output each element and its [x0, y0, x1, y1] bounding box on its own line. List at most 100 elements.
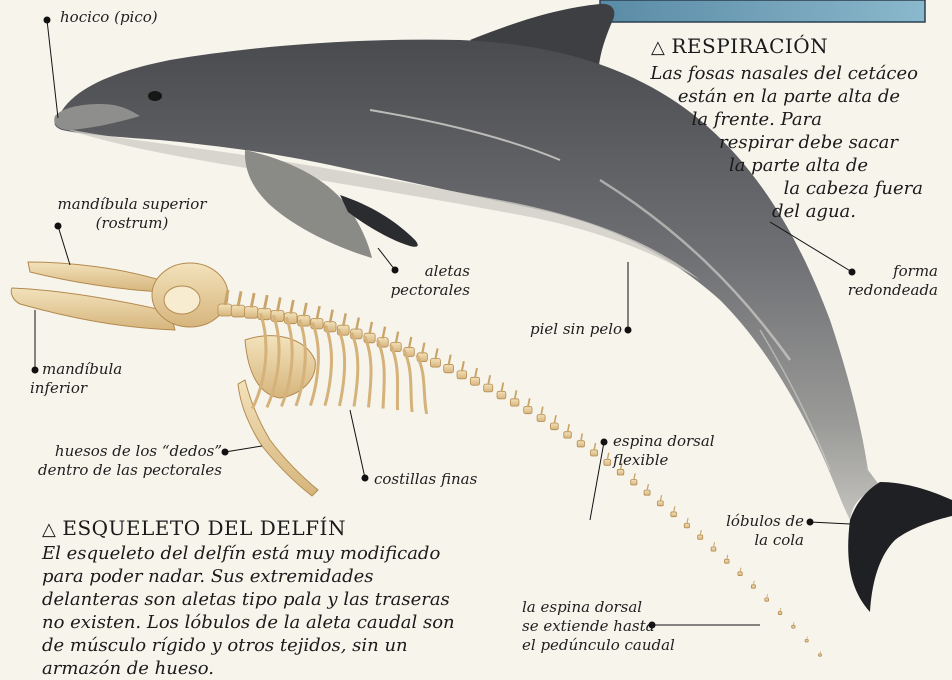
label-flexible-spine: espina dorsal flexible [613, 432, 715, 470]
label-spine-ext-line3: el pedúnculo caudal [522, 636, 675, 655]
label-spine-ext-line1: la espina dorsal [522, 598, 675, 617]
vertebra-spine [356, 318, 358, 330]
vertebra [564, 432, 572, 438]
vertebra-spine [581, 433, 583, 441]
vertebra [524, 407, 532, 414]
vertebra-spine [251, 293, 254, 307]
vertebra-spine [409, 337, 411, 348]
label-lower-jaw: mandíbula inferior [30, 360, 122, 398]
rib [391, 345, 398, 410]
breathing-heading: △ RESPIRACIÓN [651, 34, 828, 58]
vertebra [644, 490, 650, 495]
skeleton-title: ESQUELETO DEL DELFÍN [62, 516, 346, 540]
vertebra-spine [435, 348, 437, 359]
vertebra-spine [554, 415, 556, 423]
vertebra [778, 612, 782, 615]
vertebra-spine [475, 368, 477, 378]
vertebra-spine [422, 343, 424, 354]
vertebra [725, 559, 730, 563]
vertebra-spine [277, 297, 280, 311]
label-finger-bones: huesos de los “dedos” dentro de las pect… [30, 442, 222, 480]
vertebra-spine [330, 310, 333, 323]
vertebra [577, 441, 584, 447]
rib [338, 329, 344, 406]
rib [325, 326, 332, 406]
vertebra-spine [634, 473, 635, 480]
rib [365, 336, 372, 407]
vertebra-spine [383, 327, 385, 339]
vertebra [550, 423, 558, 430]
vertebra [484, 384, 493, 392]
vertebra-spine [647, 484, 648, 490]
label-upper-jaw: mandíbula superior (rostrum) [42, 195, 222, 233]
vertebra-spine [317, 306, 320, 319]
breathing-text: Las fosas nasales del cetáceo están en l… [600, 62, 926, 242]
label-thin-ribs: costillas finas [374, 470, 477, 489]
label-lower-jaw-line1: mandíbula [30, 360, 122, 379]
vertebra [631, 480, 637, 485]
skeleton-text: El esqueleto del delfín está muy modific… [42, 542, 474, 680]
vertebra-spine [238, 291, 241, 306]
label-pectoral-fins-line2: pectorales [380, 281, 470, 300]
vertebra [497, 391, 506, 399]
triangle-icon: △ [42, 519, 56, 540]
breathing-line: del agua. [772, 200, 856, 223]
vertebra [671, 512, 677, 517]
vertebra [510, 399, 519, 406]
label-spine-line1: espina dorsal [613, 432, 715, 451]
vertebra-spine [541, 407, 543, 416]
vertebra [805, 639, 808, 642]
vertebra-spine [687, 518, 688, 524]
vertebra-spine [594, 443, 596, 451]
triangle-icon: △ [651, 37, 665, 58]
label-upper-jaw-line2: (rostrum) [42, 214, 222, 233]
label-tail-lobes-line2: la cola [700, 531, 804, 550]
water-photo [600, 0, 925, 22]
vertebra-spine [674, 506, 675, 512]
vertebra-spine [449, 355, 451, 365]
vertebra-spine [462, 361, 464, 371]
vertebra-spine [660, 495, 661, 501]
vertebra-spine [264, 295, 267, 309]
vertebra [765, 598, 769, 601]
label-tail-lobes-line1: lóbulos de [700, 512, 804, 531]
vertebra [244, 307, 258, 319]
breathing-title: RESPIRACIÓN [671, 34, 828, 58]
rib [404, 350, 413, 412]
vertebra-spine [607, 453, 608, 460]
breathing-line: están en la parte alta de [678, 85, 900, 108]
vertebra [751, 585, 755, 588]
vertebra-spine [501, 383, 503, 392]
label-rounded-line1: forma [830, 262, 938, 281]
vertebra-spine [515, 390, 517, 399]
label-finger-bones-line1: huesos de los “dedos” [30, 442, 222, 461]
breathing-line: la cabeza fuera [784, 177, 923, 200]
label-pectoral-fins-line1: aletas [380, 262, 470, 281]
vertebra-spine [304, 303, 307, 316]
vertebra [604, 460, 611, 466]
vertebra-spine [488, 375, 490, 385]
label-pectoral-fins: aletas pectorales [380, 262, 470, 300]
breathing-line: la parte alta de [729, 154, 868, 177]
label-spine-extends: la espina dorsal se extiende hasta el pe… [522, 598, 675, 655]
label-spine-ext-line2: se extiende hasta [522, 617, 675, 636]
vertebra [792, 625, 795, 628]
breathing-line: respirar debe sacar [719, 131, 898, 154]
label-finger-bones-line2: dentro de las pectorales [30, 461, 222, 480]
vertebra-spine [343, 313, 346, 326]
vertebra [430, 358, 440, 367]
label-spine-line2: flexible [613, 451, 715, 470]
breathing-line: la frente. Para [692, 108, 822, 131]
label-tail-lobes: lóbulos de la cola [700, 512, 804, 550]
vertebra-spine [291, 300, 294, 314]
ribs [252, 313, 426, 413]
label-lower-jaw-line2: inferior [30, 379, 122, 398]
label-upper-jaw-line1: mandíbula superior [42, 195, 222, 214]
vertebra [537, 415, 545, 422]
label-rounded-shape: forma redondeada [830, 262, 938, 300]
vertebra [738, 572, 742, 576]
vertebra [684, 523, 689, 528]
vertebra [231, 305, 245, 317]
vertebra-spine [396, 332, 398, 344]
vertebra [470, 377, 479, 385]
